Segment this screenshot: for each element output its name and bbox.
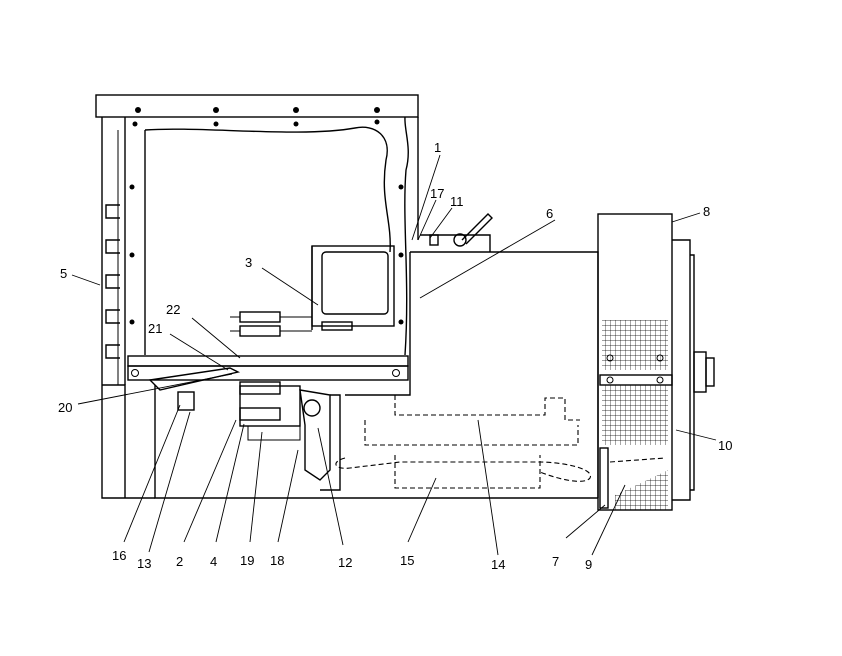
callout-15: 15 bbox=[400, 553, 414, 568]
callout-19: 19 bbox=[240, 553, 254, 568]
callout-22: 22 bbox=[166, 302, 180, 317]
callout-labels: 1 17 11 6 8 3 5 22 21 20 10 16 13 2 4 19… bbox=[58, 140, 732, 572]
rotor-outline bbox=[335, 395, 591, 489]
callout-17: 17 bbox=[430, 186, 444, 201]
callout-8: 8 bbox=[703, 204, 710, 219]
callout-9: 9 bbox=[585, 557, 592, 572]
exciter-assembly bbox=[177, 381, 341, 491]
terminal-box-enclosure bbox=[95, 94, 419, 499]
callout-16: 16 bbox=[112, 548, 126, 563]
callout-21: 21 bbox=[148, 321, 162, 336]
callout-18: 18 bbox=[270, 553, 284, 568]
fan-adaptor-housing bbox=[597, 213, 715, 511]
mounting-rail bbox=[127, 355, 409, 391]
callout-1: 1 bbox=[434, 140, 441, 155]
callout-10: 10 bbox=[718, 438, 732, 453]
callout-7: 7 bbox=[552, 554, 559, 569]
callout-4: 4 bbox=[210, 554, 217, 569]
callout-11: 11 bbox=[450, 194, 464, 209]
voltage-regulator bbox=[230, 245, 395, 337]
callout-leaders bbox=[71, 154, 717, 556]
callout-14: 14 bbox=[491, 557, 505, 572]
callout-3: 3 bbox=[245, 255, 252, 270]
callout-12: 12 bbox=[338, 555, 352, 570]
callout-2: 2 bbox=[176, 554, 183, 569]
callout-5: 5 bbox=[60, 266, 67, 281]
callout-13: 13 bbox=[137, 556, 151, 571]
callout-20: 20 bbox=[58, 400, 72, 415]
callout-6: 6 bbox=[546, 206, 553, 221]
